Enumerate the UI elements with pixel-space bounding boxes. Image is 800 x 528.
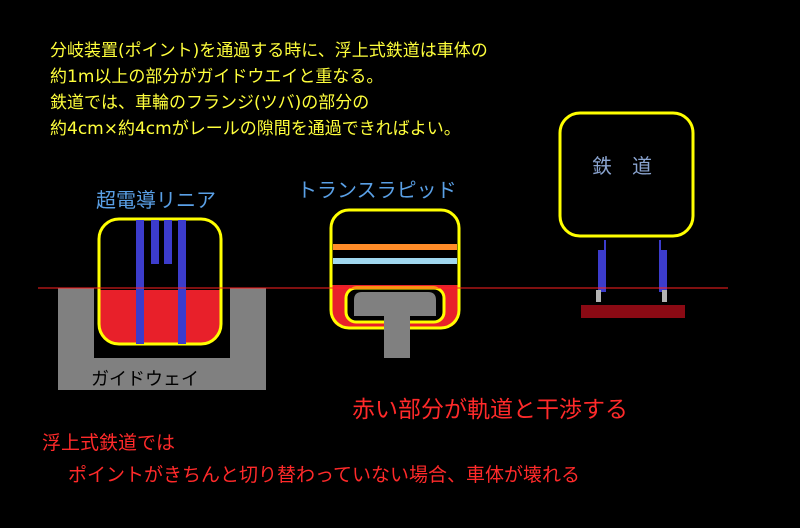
maglev-magnet-bar-4	[178, 220, 186, 344]
transrapid-guideway	[354, 292, 436, 358]
maglev-body-outline	[97, 217, 223, 346]
railway-wheel-left	[598, 250, 606, 292]
railway-axle-left	[604, 240, 606, 250]
guideway-label: ガイドウェイ	[91, 369, 199, 390]
maglev-magnet-bar-2	[151, 220, 159, 264]
note-line-1: 浮上式鉄道では	[42, 432, 176, 454]
maglev-label: 超電導リニア	[96, 188, 216, 212]
railway-body-outline	[558, 111, 695, 238]
maglev-magnet-bar-3	[164, 220, 172, 264]
transrapid-blue-stripe	[333, 258, 457, 264]
transrapid-orange-stripe	[333, 244, 457, 250]
transrapid-label: トランスラピッド	[297, 178, 457, 202]
intro-line-3: 鉄道では、車輪のフランジ(ツバ)の部分の	[50, 93, 370, 113]
maglev-red-overlap	[99, 290, 221, 344]
intro-line-4: 約4cm×約4cmがレールの隙間を通過できればよい。	[50, 119, 461, 139]
intro-line-2: 約1m以上の部分がガイドウエイと重なる。	[50, 67, 384, 87]
transrapid-diagram	[329, 208, 461, 358]
intro-line-1: 分岐装置(ポイント)を通過する時に、浮上式鉄道は車体の	[50, 41, 488, 61]
intro-text: 分岐装置(ポイント)を通過する時に、浮上式鉄道は車体の 約1m以上の部分がガイド…	[50, 38, 488, 142]
railway-diagram	[558, 111, 695, 318]
maglev-guideway	[58, 288, 266, 390]
railway-label: 鉄 道	[592, 154, 652, 178]
maglev-diagram	[58, 217, 266, 390]
railway-axle-right	[659, 240, 661, 250]
railway-rail	[581, 305, 685, 318]
railway-flange-right	[662, 290, 667, 302]
maglev-magnet-bar-1	[136, 220, 144, 344]
interference-message: 赤い部分が軌道と干渉する	[352, 397, 628, 423]
railway-wheel-right	[659, 250, 667, 292]
note-line-2: ポイントがきちんと切り替わっていない場合、車体が壊れる	[68, 464, 581, 486]
railway-flange-left	[596, 290, 601, 302]
